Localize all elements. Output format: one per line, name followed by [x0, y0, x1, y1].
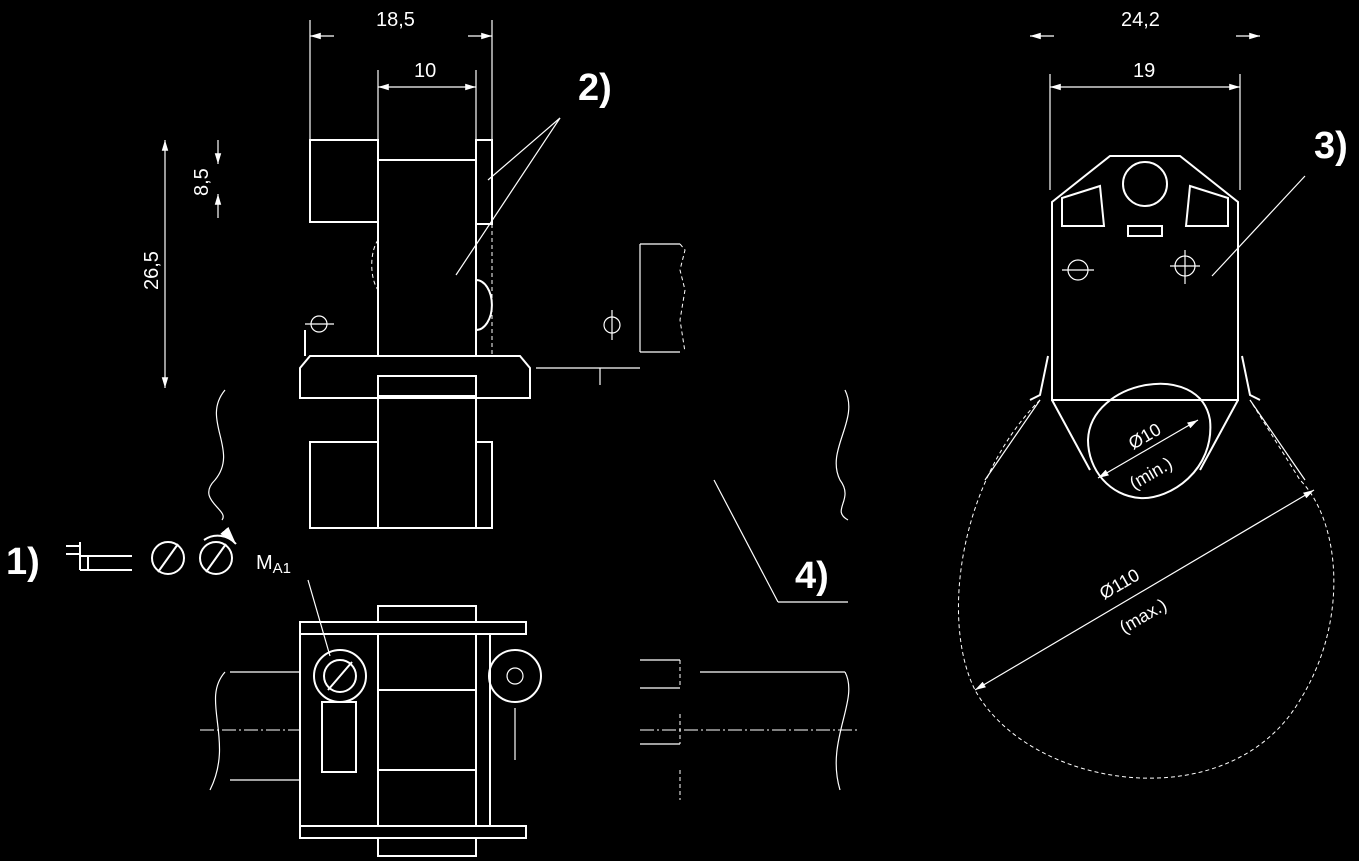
torque-arrow-icon: [199, 526, 237, 575]
slotted-screw-icon: [151, 541, 185, 575]
dim-19: 19: [1133, 60, 1155, 82]
dim-diameter-10-note: (min.): [1126, 453, 1176, 493]
side-view: [161, 20, 850, 529]
dim-diameter-10: Ø10: [1125, 419, 1164, 453]
torque-m: M: [256, 552, 273, 574]
dim-diameter-110-note: (max.): [1116, 595, 1170, 638]
callout-3: 3): [1314, 125, 1348, 167]
callout-1: 1): [6, 541, 40, 583]
top-view: [200, 605, 860, 857]
torque-symbol: MA1: [256, 552, 291, 577]
dim-diameter-110: Ø110: [1096, 565, 1143, 604]
dim-26-5: 26,5: [141, 251, 163, 290]
callout-4-leader: [713, 479, 848, 603]
dim-8-5: 8,5: [191, 168, 213, 196]
callout-2: 2): [578, 67, 612, 109]
callout-2-leaders: [455, 117, 561, 276]
tool-icons: [66, 526, 331, 657]
torque-subscript: A1: [273, 560, 291, 577]
front-view: [957, 32, 1335, 779]
dim-18-5: 18,5: [376, 9, 415, 31]
callout-4: 4): [795, 555, 829, 597]
dim-24-2: 24,2: [1121, 9, 1160, 31]
dim-10: 10: [414, 60, 436, 82]
flat-screwdriver-icon: [66, 542, 132, 571]
